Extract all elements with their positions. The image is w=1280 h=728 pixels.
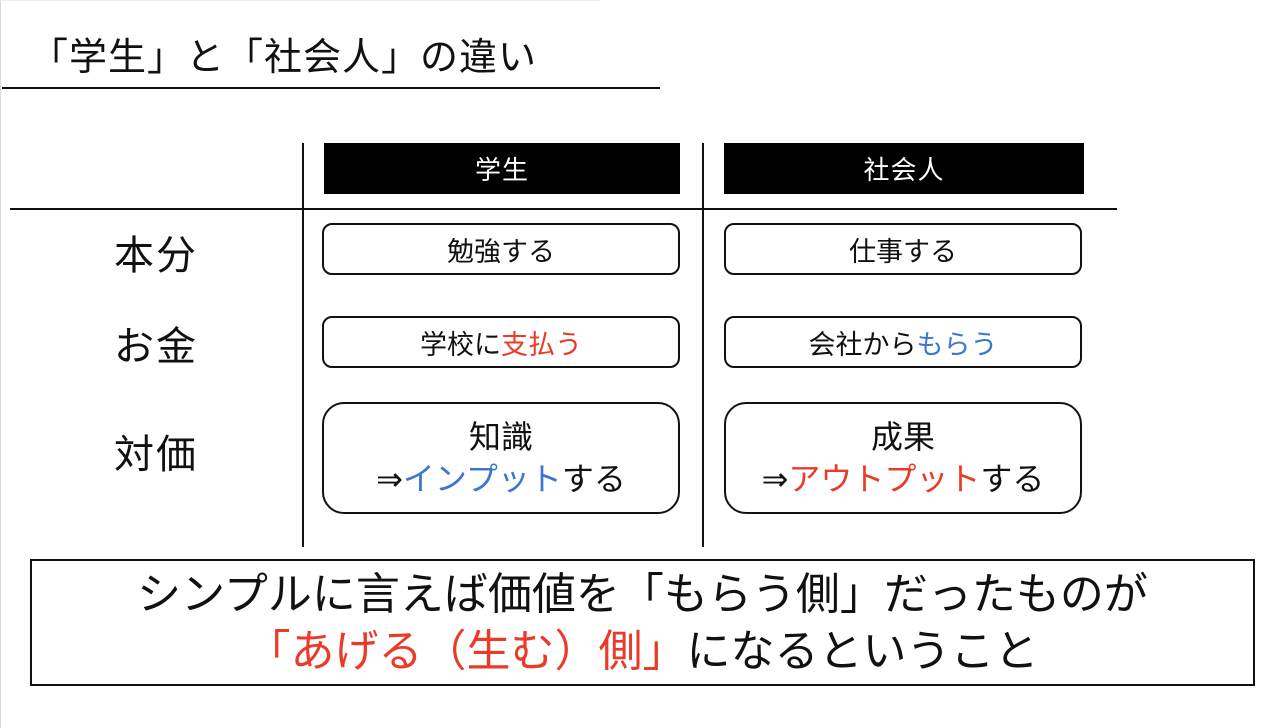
conclusion-highlight: 「あげる（生む）側」 bbox=[246, 626, 687, 676]
cell-text-segment: 会社から bbox=[808, 329, 917, 360]
row-label-taika: 対価 bbox=[114, 433, 198, 477]
cell-okane-shakaijin: 会社からもらう bbox=[724, 316, 1082, 368]
cell-line-1: 成果 bbox=[870, 419, 935, 455]
arrow-glyph: ⇒ bbox=[376, 461, 403, 497]
cell-text-segment: 学校に bbox=[420, 329, 501, 360]
conclusion-tail: になるということ bbox=[686, 626, 1039, 676]
column-header-shakaijin: 社会人 bbox=[724, 143, 1084, 194]
cell-honbun-shakaijin: 仕事する bbox=[724, 223, 1082, 275]
cell-text-segment-highlight: インプット bbox=[402, 461, 562, 497]
cell-line-2: ⇒アウトプットする bbox=[762, 458, 1045, 500]
title-underline bbox=[2, 87, 660, 89]
conclusion-line-2: 「あげる（生む）側」になるということ bbox=[247, 623, 1039, 680]
cell-text: 仕事する bbox=[849, 236, 957, 267]
screen-edge-top bbox=[0, 0, 600, 1]
arrow-glyph: ⇒ bbox=[761, 461, 789, 497]
cell-line-1: 知識 bbox=[468, 419, 533, 455]
cell-text-segment-highlight: アウトプット bbox=[788, 461, 981, 497]
row-label-okane: お金 bbox=[114, 325, 198, 369]
table-vertical-divider-2 bbox=[702, 143, 704, 547]
cell-line-2: ⇒インプットする bbox=[376, 458, 626, 500]
conclusion-box: シンプルに言えば価値を「もらう側」だったものが 「あげる（生む）側」になるという… bbox=[30, 559, 1255, 686]
table-vertical-divider-1 bbox=[302, 143, 304, 547]
cell-text-segment: する bbox=[561, 461, 626, 497]
cell-taika-student: 知識 ⇒インプットする bbox=[322, 402, 680, 514]
page-title: 「学生」と「社会人」の違い bbox=[30, 37, 538, 79]
table-horizontal-divider bbox=[10, 208, 1117, 210]
column-header-student: 学生 bbox=[324, 143, 680, 194]
row-label-honbun: 本分 bbox=[114, 234, 198, 278]
cell-text-segment-highlight: もらう bbox=[916, 329, 998, 360]
column-header-shakaijin-label: 社会人 bbox=[863, 155, 945, 185]
screen-edge-left bbox=[0, 0, 1, 728]
cell-okane-student: 学校に支払う bbox=[322, 316, 680, 368]
cell-taika-shakaijin: 成果 ⇒アウトプットする bbox=[724, 402, 1082, 514]
cell-text: 勉強する bbox=[447, 236, 555, 267]
cell-text-segment: する bbox=[980, 461, 1045, 497]
cell-text-segment-highlight: 支払う bbox=[501, 329, 582, 360]
conclusion-line-1: シンプルに言えば価値を「もらう側」だったものが bbox=[137, 569, 1148, 619]
column-header-student-label: 学生 bbox=[474, 155, 529, 185]
cell-honbun-student: 勉強する bbox=[322, 223, 680, 275]
